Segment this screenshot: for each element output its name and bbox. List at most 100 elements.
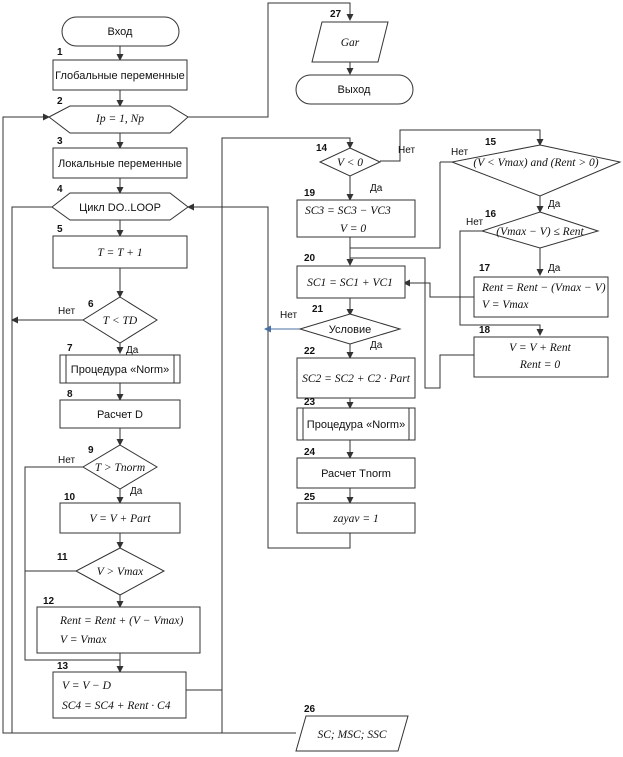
node-15-number: 15 xyxy=(485,137,497,148)
node-13-consumption: 13 V = V − D SC4 = SC4 + Rent · C4 xyxy=(52,661,187,719)
node-14-number: 14 xyxy=(316,143,328,154)
node-9-no-label: Нет xyxy=(58,455,75,466)
node-10-text: V = V + Part xyxy=(89,513,151,525)
end-terminal: Выход xyxy=(295,74,414,105)
node-1-number: 1 xyxy=(57,47,63,58)
node-24-calc-tnorm: 24 Расчет Tnorm xyxy=(296,447,416,489)
node-20-text: SC1 = SC1 + VC1 xyxy=(307,277,393,289)
node-17-line2: V = Vmax xyxy=(482,299,529,311)
node-7-text: Процедура «Norm» xyxy=(71,364,169,376)
node-15-no-label: Нет xyxy=(451,147,468,158)
node-27-number: 27 xyxy=(330,9,342,20)
node-9-decision: 9 T > Tnorm Нет Да xyxy=(58,444,158,497)
node-4-number: 4 xyxy=(57,184,63,195)
node-19-number: 19 xyxy=(304,188,316,199)
node-27-output-gar: 27 Gar xyxy=(311,9,389,63)
node-18-line2: Rent = 0 xyxy=(519,359,561,371)
node-12-rent-update: 12 Rent = Rent + (V − Vmax) V = Vmax xyxy=(36,596,201,654)
node-23-procedure: 23 Процедура «Norm» xyxy=(296,397,416,441)
node-25-text: zayav = 1 xyxy=(332,513,378,525)
node-1-global-vars: 1 Глобальные переменные xyxy=(52,47,188,91)
node-19-line2: V = 0 xyxy=(340,223,366,235)
node-21-yes-label: Да xyxy=(370,340,383,351)
node-3-local-vars: 3 Локальные переменные xyxy=(52,136,188,179)
node-21-number: 21 xyxy=(312,304,324,315)
node-3-number: 3 xyxy=(57,136,63,147)
node-26-text: SC; MSC; SSC xyxy=(318,729,387,741)
node-6-no-label: Нет xyxy=(58,306,75,317)
node-17-number: 17 xyxy=(479,263,491,274)
node-8-calc-d: 8 Расчет D xyxy=(59,389,181,429)
node-16-decision: 16 (Vmax − V) ≤ Rent Нет Да xyxy=(466,209,600,274)
node-19-sc3: 19 SC3 = SC3 − VC3 V = 0 xyxy=(296,188,416,238)
node-11-text: V > Vmax xyxy=(97,566,144,578)
node-11-decision: 11 V > Vmax xyxy=(57,547,166,596)
node-10-add-part: 10 V = V + Part xyxy=(59,492,181,534)
node-24-number: 24 xyxy=(304,447,316,458)
node-18-line1: V = V + Rent xyxy=(509,342,572,354)
node-12-number: 12 xyxy=(43,596,55,607)
node-2-loop-ip: 2 Ip = 1, Np xyxy=(48,96,189,134)
node-17-rent-reduce: 17 Rent = Rent − (Vmax − V) V = Vmax xyxy=(473,263,609,318)
node-7-number: 7 xyxy=(67,343,73,354)
node-19-line1: SC3 = SC3 − VC3 xyxy=(305,205,391,217)
node-2-text: Ip = 1, Np xyxy=(95,113,144,125)
node-9-number: 9 xyxy=(88,445,94,456)
node-20-number: 20 xyxy=(304,253,316,264)
node-22-text: SC2 = SC2 + C2 · Part xyxy=(302,373,411,385)
node-5-number: 5 xyxy=(57,224,63,235)
node-16-text: (Vmax − V) ≤ Rent xyxy=(496,226,584,238)
node-16-yes-label: Да xyxy=(548,263,561,274)
node-24-text: Расчет Tnorm xyxy=(321,468,391,480)
connectors xyxy=(2,2,544,734)
node-13-line1: V = V − D xyxy=(62,680,112,692)
node-5-increment-t: 5 T = T + 1 xyxy=(52,224,188,269)
node-18-number: 18 xyxy=(479,325,491,336)
node-27-text: Gar xyxy=(341,37,360,49)
node-12-line2: V = Vmax xyxy=(60,634,107,646)
node-8-text: Расчет D xyxy=(97,409,143,421)
node-16-no-label: Нет xyxy=(466,217,483,228)
node-11-number: 11 xyxy=(57,552,68,563)
node-6-number: 6 xyxy=(88,299,94,310)
node-26-number: 26 xyxy=(304,704,316,715)
start-label: Вход xyxy=(108,26,133,38)
node-15-yes-label: Да xyxy=(548,199,561,210)
node-6-text: T < TD xyxy=(103,315,138,327)
end-label: Выход xyxy=(338,84,371,96)
node-9-text: T > Tnorm xyxy=(95,462,145,474)
start-terminal: Вход xyxy=(61,16,180,47)
node-22-sc2: 22 SC2 = SC2 + C2 · Part xyxy=(296,346,416,399)
node-12-line1: Rent = Rent + (V − Vmax) xyxy=(59,615,184,627)
node-6-decision: 6 T < TD Нет Да xyxy=(58,296,158,356)
node-25-zayav: 25 zayav = 1 xyxy=(296,492,416,534)
node-21-text: Условие xyxy=(329,324,372,336)
node-23-number: 23 xyxy=(304,397,316,408)
node-8-number: 8 xyxy=(67,389,73,400)
node-3-text: Локальные переменные xyxy=(58,158,182,170)
node-4-text: Цикл DO..LOOP xyxy=(79,202,161,214)
node-13-line2: SC4 = SC4 + Rent · C4 xyxy=(62,700,171,712)
node-16-number: 16 xyxy=(485,209,497,220)
node-10-number: 10 xyxy=(64,492,76,503)
node-20-sc1: 20 SC1 = SC1 + VC1 xyxy=(296,253,406,299)
node-15-decision: 15 (V < Vmax) and (Rent > 0) Нет Да xyxy=(450,137,622,210)
node-17-line1: Rent = Rent − (Vmax − V) xyxy=(481,282,606,294)
node-6-yes-label: Да xyxy=(126,345,139,356)
node-9-yes-label: Да xyxy=(130,486,143,497)
node-21-no-label: Нет xyxy=(280,310,297,321)
node-23-text: Процедура «Norm» xyxy=(307,419,405,431)
node-2-number: 2 xyxy=(57,96,63,107)
node-4-do-loop: 4 Цикл DO..LOOP xyxy=(51,184,189,221)
node-1-text: Глобальные переменные xyxy=(55,70,185,82)
node-5-text: T = T + 1 xyxy=(97,247,142,259)
node-18-rent-zero: 18 V = V + Rent Rent = 0 xyxy=(473,325,609,378)
node-13-number: 13 xyxy=(57,661,69,672)
node-14-yes-label: Да xyxy=(370,183,383,194)
node-14-decision: 14 V < 0 Нет Да xyxy=(316,143,415,194)
node-15-text: (V < Vmax) and (Rent > 0) xyxy=(473,157,598,169)
node-14-no-label: Нет xyxy=(398,145,415,156)
node-26-output-sc: 26 SC; MSC; SSC xyxy=(295,704,409,752)
node-21-condition: 21 Условие Нет Да xyxy=(280,304,402,351)
